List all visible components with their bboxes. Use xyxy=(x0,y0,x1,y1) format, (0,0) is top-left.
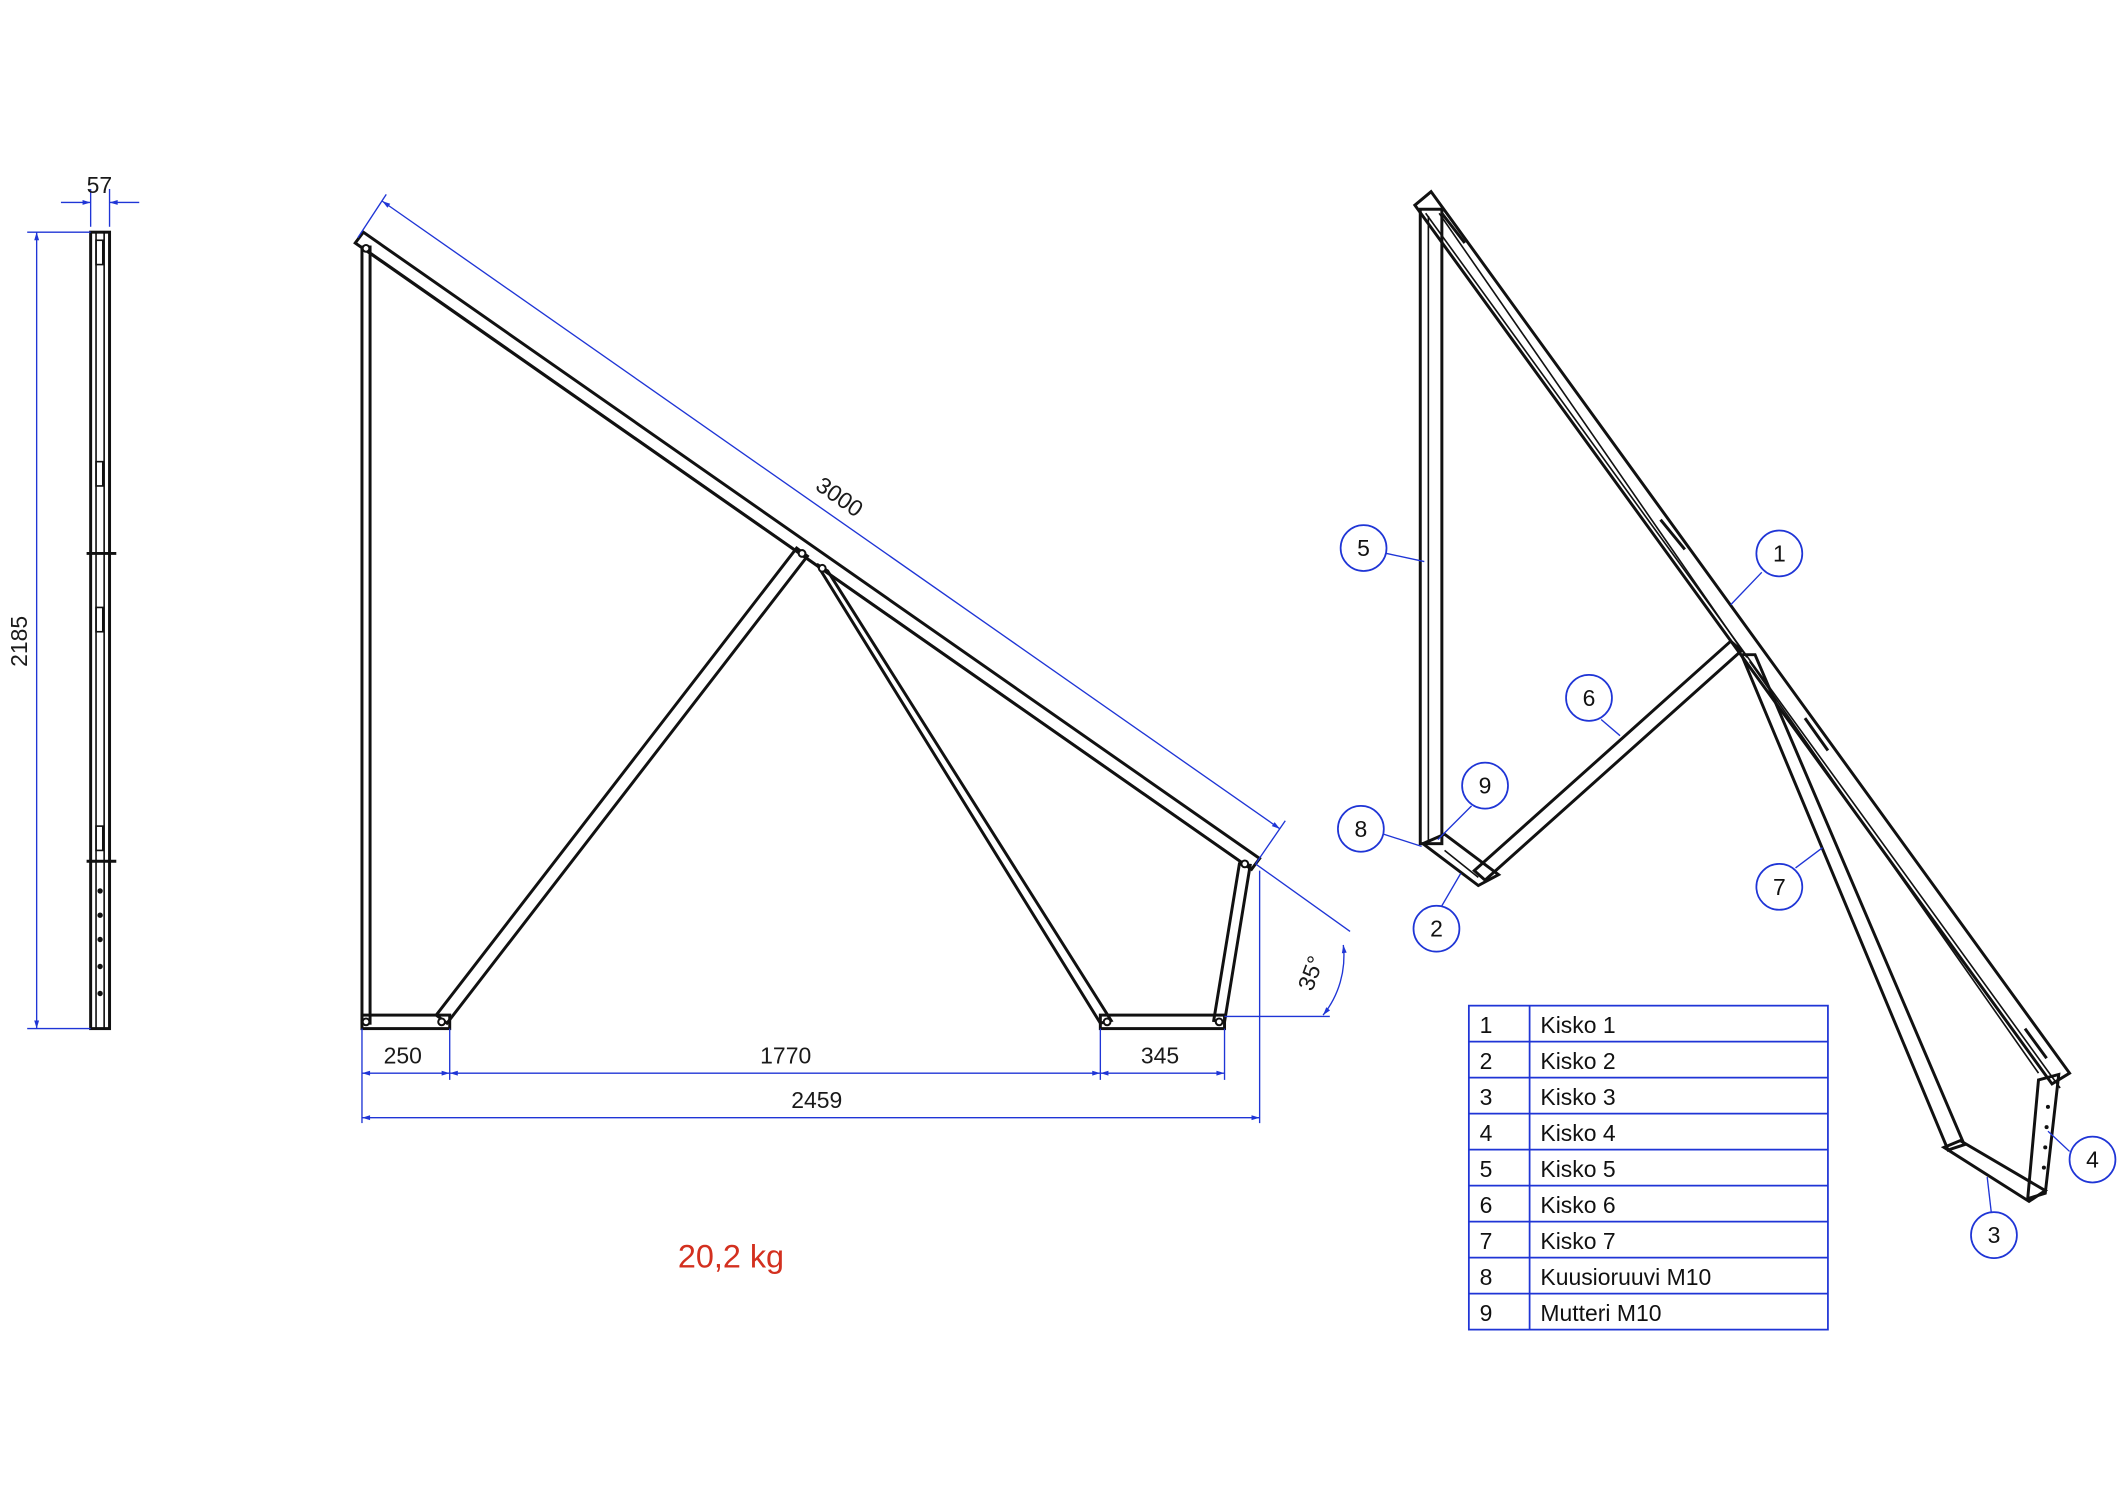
part-name: Mutteri M10 xyxy=(1540,1300,1661,1326)
table-row: 5 Kisko 5 xyxy=(1480,1156,1616,1182)
part-name: Kisko 1 xyxy=(1540,1012,1615,1038)
dim-angle: 35° xyxy=(1293,952,1329,993)
isometric-view xyxy=(1412,189,2072,1204)
balloon-5: 5 xyxy=(1339,524,1388,572)
svg-text:3: 3 xyxy=(1988,1222,2001,1248)
svg-text:8: 8 xyxy=(1354,816,1367,842)
svg-text:6: 6 xyxy=(1583,685,1596,711)
part-name: Kisko 5 xyxy=(1540,1156,1615,1182)
dim-rail-length: 3000 xyxy=(811,471,868,522)
balloon-8: 8 xyxy=(1337,804,1385,853)
dim-total-width: 2459 xyxy=(791,1087,842,1113)
balloon-4: 4 xyxy=(2068,1135,2117,1184)
svg-text:5: 5 xyxy=(1357,535,1370,561)
svg-text:4: 4 xyxy=(2086,1147,2099,1173)
part-number: 6 xyxy=(1480,1192,1493,1218)
part-name: Kisko 4 xyxy=(1540,1120,1615,1146)
table-row: 2 Kisko 2 xyxy=(1480,1048,1616,1074)
svg-text:9: 9 xyxy=(1479,773,1492,799)
balloon-1: 1 xyxy=(1755,529,1804,578)
side-view: 57 2185 xyxy=(6,172,140,1031)
parts-list-table: 1 Kisko 1 2 Kisko 2 3 Kisko 3 4 Kisko 4 5 Kisko 5… xyxy=(1467,1004,1829,1331)
svg-text:2: 2 xyxy=(1430,916,1443,942)
balloons: 5 1 6 9 8 2 7 4 3 xyxy=(1337,524,2117,1259)
part-number: 5 xyxy=(1480,1156,1493,1182)
balloon-9: 9 xyxy=(1461,761,1509,810)
part-number: 4 xyxy=(1480,1120,1493,1146)
part-name: Kisko 3 xyxy=(1540,1084,1615,1110)
dim-foot-right: 345 xyxy=(1141,1043,1179,1069)
table-row: 8 Kuusioruuvi M10 xyxy=(1480,1264,1712,1290)
table-row: 4 Kisko 4 xyxy=(1480,1120,1616,1146)
weight-label: 20,2 kg xyxy=(678,1239,784,1275)
dim-side-height: 2185 xyxy=(6,616,32,667)
svg-text:1: 1 xyxy=(1773,540,1786,566)
table-row: 9 Mutteri M10 xyxy=(1480,1300,1662,1326)
part-number: 1 xyxy=(1480,1012,1493,1038)
part-name: Kisko 2 xyxy=(1540,1048,1615,1074)
part-name: Kisko 6 xyxy=(1540,1192,1615,1218)
table-row: 1 Kisko 1 xyxy=(1480,1012,1616,1038)
part-number: 9 xyxy=(1480,1300,1493,1326)
table-row: 6 Kisko 6 xyxy=(1480,1192,1616,1218)
dim-side-width: 57 xyxy=(87,172,113,198)
svg-text:7: 7 xyxy=(1773,874,1786,900)
balloon-3: 3 xyxy=(1970,1211,2018,1259)
part-number: 8 xyxy=(1480,1264,1493,1290)
part-name: Kuusioruuvi M10 xyxy=(1540,1264,1711,1290)
balloon-6: 6 xyxy=(1565,674,1613,722)
front-view: 3000 35° 250 1770 345 2459 xyxy=(353,194,1351,1124)
part-name: Kisko 7 xyxy=(1540,1228,1615,1254)
balloon-2: 2 xyxy=(1412,904,1461,953)
part-number: 7 xyxy=(1480,1228,1493,1254)
table-row: 3 Kisko 3 xyxy=(1480,1084,1616,1110)
part-number: 3 xyxy=(1480,1084,1493,1110)
dim-span-middle: 1770 xyxy=(760,1043,811,1069)
balloon-7: 7 xyxy=(1755,863,1804,911)
part-number: 2 xyxy=(1480,1048,1493,1074)
table-row: 7 Kisko 7 xyxy=(1480,1228,1616,1254)
dim-foot-left: 250 xyxy=(384,1043,422,1069)
